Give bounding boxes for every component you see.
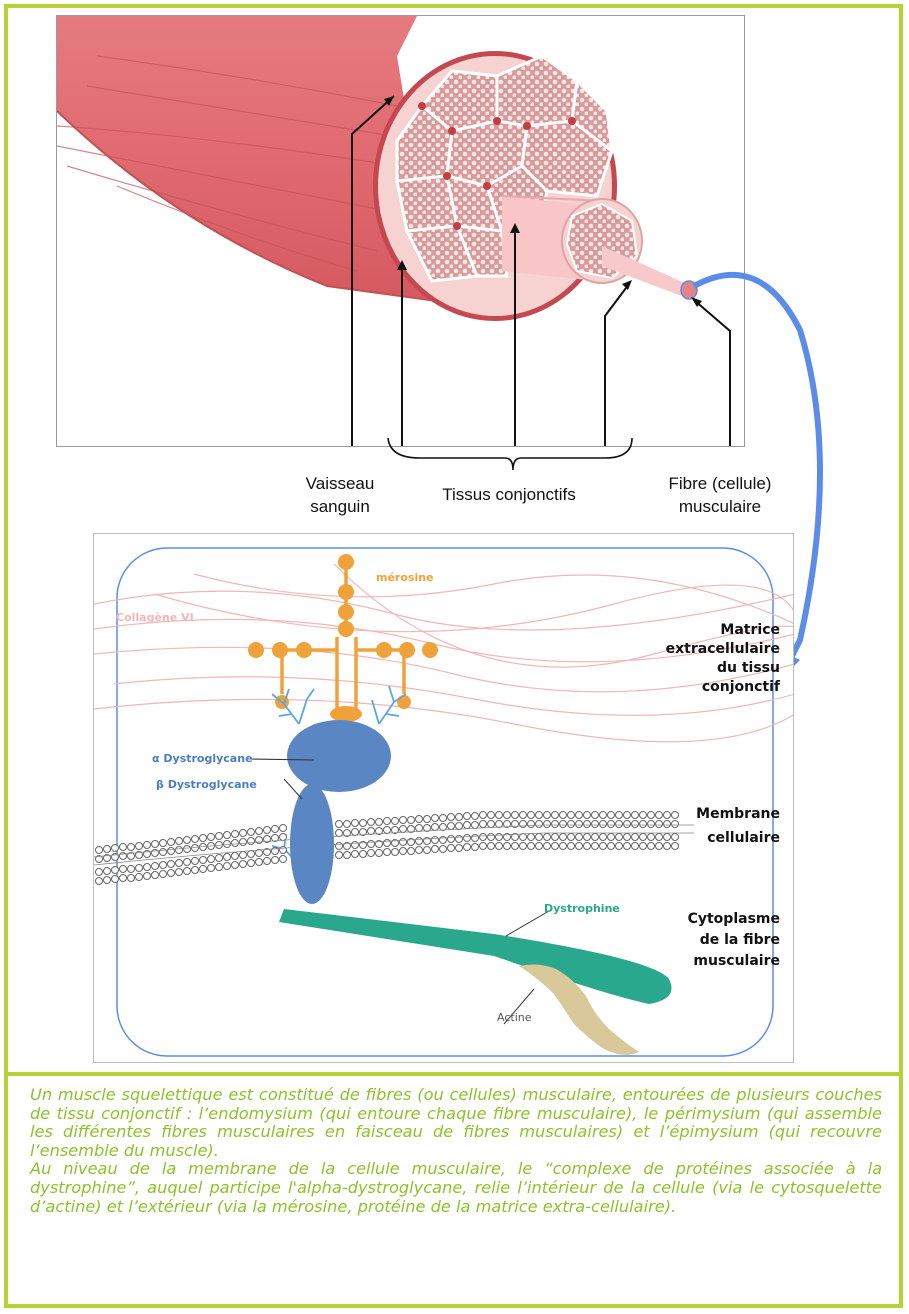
label-vaisseau-line1: Vaisseau: [305, 473, 375, 495]
label-dystrophine: Dystrophine: [544, 902, 620, 915]
beta-dystroglycan-shape: [290, 784, 334, 904]
region-membrane-line1: Membrane: [640, 805, 780, 824]
caption-paragraph-2: Au niveau de la membrane de la cellule m…: [30, 1160, 882, 1216]
region-matrice-line3: du tissu: [640, 659, 780, 678]
label-vaisseau-line2: sanguin: [305, 496, 375, 518]
region-matrice-line1: Matrice: [640, 621, 780, 640]
alpha-dystroglycan-shape: [287, 720, 391, 792]
label-collagene: Collagène VI: [116, 611, 194, 624]
label-actine: Actine: [497, 1011, 532, 1024]
dystrophine-shape: [279, 909, 672, 1004]
region-membrane-line2: cellulaire: [640, 829, 780, 848]
tissus-brace: [388, 438, 632, 470]
region-matrice-line4: conjonctif: [640, 678, 780, 697]
label-merosine: mérosine: [376, 571, 434, 584]
region-cytoplasme-line1: Cytoplasme: [640, 910, 780, 929]
region-cytoplasme-line2: de la fibre: [640, 931, 780, 950]
label-fibre-line2: musculaire: [655, 496, 785, 518]
region-cytoplasme-line3: musculaire: [640, 952, 780, 971]
region-matrice-line2: extracellulaire: [620, 640, 780, 659]
label-beta-dystroglycane: β Dystroglycane: [156, 778, 257, 791]
cell-membrane: [94, 812, 694, 885]
molecular-illustration: mérosine Collagène VI α Dystroglycane β …: [94, 534, 794, 1063]
label-fibre-line1: Fibre (cellule): [655, 473, 785, 495]
label-tissus-conjonctifs: Tissus conjonctifs: [414, 484, 604, 506]
caption-paragraph-1: Un muscle squelettique est constitué de …: [30, 1086, 882, 1160]
molecular-complex-panel: mérosine Collagène VI α Dystroglycane β …: [93, 533, 794, 1063]
caption: Un muscle squelettique est constitué de …: [30, 1086, 882, 1216]
label-alpha-dystroglycane: α Dystroglycane: [152, 752, 253, 765]
